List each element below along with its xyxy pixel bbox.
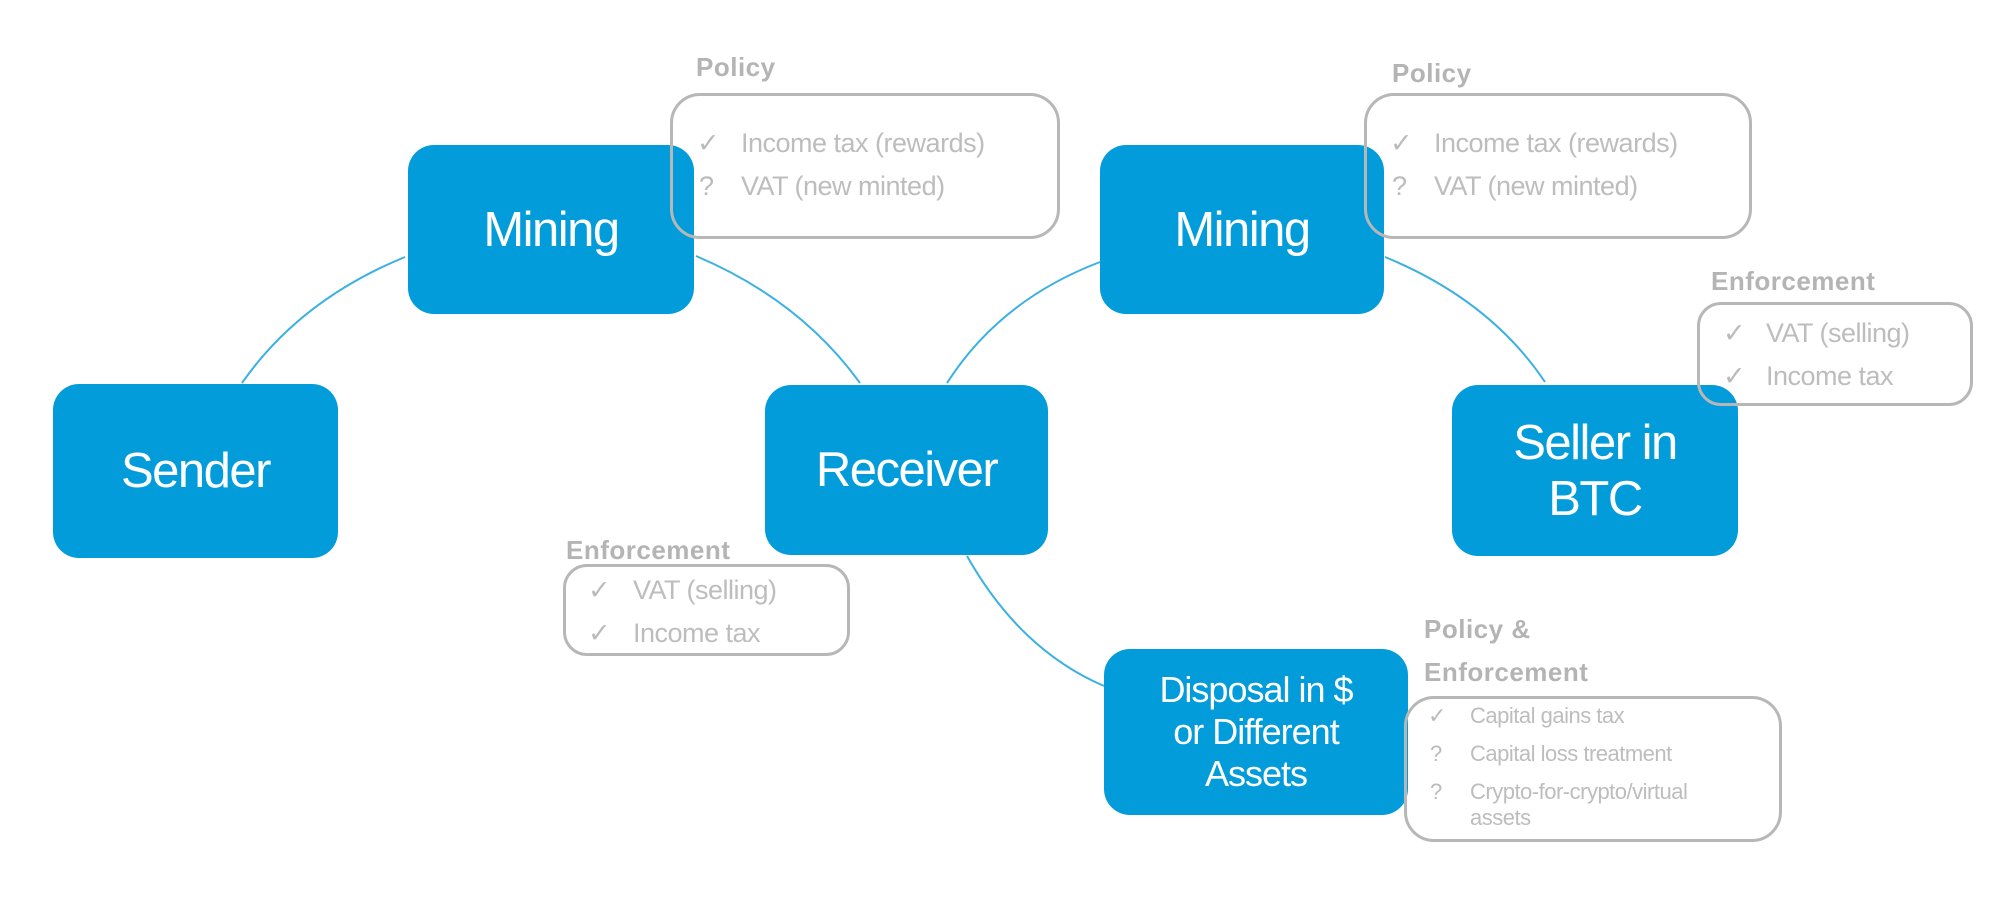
- mining-2-policy-box: [1364, 93, 1752, 239]
- node-disposal-label-line-2: or Different: [1173, 711, 1339, 752]
- mining-2-policy-title: Policy: [1392, 58, 1472, 88]
- check-icon: ✓: [1428, 703, 1446, 728]
- disposal-note-title-line-1: Policy &: [1424, 614, 1531, 644]
- check-icon: ✓: [588, 618, 611, 648]
- node-mining-2-label: Mining: [1174, 202, 1311, 257]
- node-mining-2[interactable]: Mining: [1100, 145, 1384, 314]
- seller-enforcement-item-text: VAT (selling): [1766, 318, 1910, 348]
- node-receiver[interactable]: Receiver: [765, 385, 1048, 555]
- disposal-note-box: [1404, 696, 1782, 842]
- node-disposal-label-line-1: Disposal in $: [1159, 669, 1353, 710]
- disposal-note-item-text: Crypto-for-crypto/virtual: [1470, 779, 1688, 804]
- question-icon: ?: [1430, 779, 1442, 804]
- connector-mining2-seller: [1384, 256, 1546, 383]
- connector-mining2-receiver: [946, 261, 1101, 384]
- node-sender[interactable]: Sender: [53, 384, 338, 558]
- node-mining-1-label: Mining: [483, 202, 620, 257]
- node-sender-label: Sender: [120, 444, 272, 498]
- check-icon: ✓: [1723, 318, 1746, 348]
- node-receiver-label: Receiver: [815, 443, 999, 497]
- seller-enforcement-box: [1697, 302, 1973, 406]
- disposal-note-item-text: assets: [1470, 805, 1531, 830]
- seller-enforcement-title: Enforcement: [1711, 266, 1876, 296]
- mining-1-policy-title: Policy: [696, 52, 776, 82]
- disposal-note-item-text: Capital loss treatment: [1470, 741, 1672, 766]
- question-icon: ?: [699, 171, 714, 201]
- receiver-enforcement-box: [563, 564, 850, 656]
- mining-1-policy-item-text: VAT (new minted): [741, 171, 945, 201]
- question-icon: ?: [1392, 171, 1407, 201]
- receiver-enforcement-title: Enforcement: [566, 535, 731, 565]
- node-disposal-label-line-3: Assets: [1204, 753, 1308, 794]
- mining-1-policy-item-text: Income tax (rewards): [741, 128, 985, 158]
- mining-1-policy-box: [670, 93, 1060, 239]
- mining-2-policy-item-text: Income tax (rewards): [1434, 128, 1678, 158]
- receiver-enforcement-item-text: VAT (selling): [633, 575, 777, 605]
- check-icon: ✓: [1723, 361, 1746, 391]
- receiver-enforcement-item-text: Income tax: [633, 618, 761, 648]
- connector-mining1-sender: [241, 256, 406, 384]
- connector-receiver-disposal: [966, 555, 1105, 687]
- check-icon: ✓: [588, 575, 611, 605]
- mining-2-policy-item-text: VAT (new minted): [1434, 171, 1638, 201]
- node-mining-1[interactable]: Mining: [408, 145, 694, 314]
- node-seller-label-line-1: Seller in: [1513, 415, 1678, 470]
- connector-mining1-receiver: [695, 255, 861, 384]
- check-icon: ✓: [1390, 128, 1413, 158]
- question-icon: ?: [1430, 741, 1442, 766]
- node-seller-in-btc[interactable]: Seller in BTC: [1452, 385, 1738, 556]
- node-disposal[interactable]: Disposal in $ or Different Assets: [1104, 649, 1408, 815]
- disposal-note-title-line-2: Enforcement: [1424, 657, 1589, 687]
- disposal-note-item-text: Capital gains tax: [1470, 703, 1625, 728]
- check-icon: ✓: [697, 128, 720, 158]
- node-seller-label-line-2: BTC: [1548, 471, 1643, 526]
- seller-enforcement-item-text: Income tax: [1766, 361, 1894, 391]
